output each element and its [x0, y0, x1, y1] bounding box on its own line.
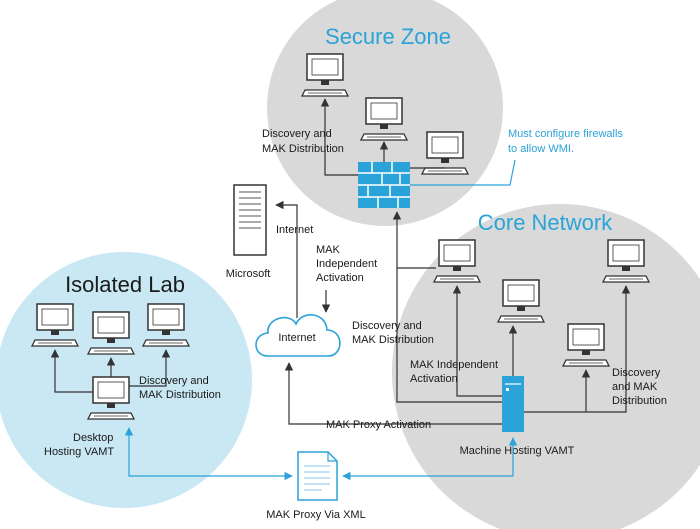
- internet-arrow-label: Internet: [276, 224, 313, 236]
- isolated-computer-1-icon: [31, 303, 79, 347]
- mak-independent-label-2: Independent: [316, 258, 377, 270]
- firewall-note-line-1: Must configure firewalls: [508, 128, 623, 140]
- mak-proxy-activation-label: MAK Proxy Activation: [326, 419, 431, 431]
- isolated-computer-2-icon: [87, 311, 135, 355]
- xml-document-icon: [297, 451, 338, 501]
- core-discovery-left-1: Discovery and: [352, 320, 422, 332]
- xml-to-machine-line: [342, 437, 518, 481]
- isolated-computer-3-icon: [142, 303, 190, 347]
- mak-independent-label-1: MAK: [316, 244, 341, 256]
- machine-hosting-vamt-label: Machine Hosting VAMT: [460, 445, 575, 457]
- core-mak-independent-line: [452, 285, 502, 397]
- mak-independent-label-3: Activation: [316, 272, 364, 284]
- internet-cloud-icon: [255, 314, 341, 357]
- isolated-to-right-line: [129, 349, 171, 387]
- core-computer-3-icon: [562, 323, 610, 367]
- core-computer-4-icon: [602, 239, 650, 283]
- isolated-lab-title: Isolated Lab: [65, 272, 185, 297]
- isolated-to-left-line: [50, 349, 93, 393]
- firewall-icon: [358, 162, 410, 208]
- isolated-discovery-label-1: Discovery and: [139, 375, 209, 387]
- desktop-hosting-label-2: Hosting VAMT: [44, 446, 114, 458]
- firewall-note-line-2: to allow WMI.: [508, 143, 574, 155]
- microsoft-server-icon: [233, 184, 267, 256]
- core-computer-1-icon: [433, 239, 481, 283]
- core-discovery-right-1: Discovery: [612, 367, 661, 379]
- desktop-hosting-vamt-icon: [87, 376, 135, 420]
- internet-to-microsoft-line: [275, 200, 298, 318]
- machine-hosting-vamt-server-icon: [502, 376, 524, 432]
- secure-computer-2-icon: [360, 97, 408, 141]
- core-discovery-right-3: Distribution: [612, 395, 667, 407]
- secure-computer-1-icon: [301, 53, 349, 97]
- secure-discovery-label: Discovery and: [262, 128, 332, 140]
- firewall-note-leader: [500, 159, 516, 186]
- secure-distribution-line: [320, 98, 358, 176]
- core-mak-independent-1: MAK Independent: [410, 359, 498, 371]
- core-mak-independent-2: Activation: [410, 373, 458, 385]
- mak-proxy-activation-line: [284, 362, 502, 425]
- internet-cloud-label: Internet: [278, 332, 315, 344]
- core-to-right-computers-line: [524, 285, 631, 413]
- core-computer-2-icon: [497, 279, 545, 323]
- core-discovery-left-2: MAK Distribution: [352, 334, 434, 346]
- xml-from-desktop-line: [124, 427, 293, 481]
- core-discovery-right-2: and MAK: [612, 381, 658, 393]
- isolated-discovery-label-2: MAK Distribution: [139, 389, 221, 401]
- mak-proxy-via-xml-label: MAK Proxy Via XML: [266, 509, 365, 521]
- core-network-title: Core Network: [478, 210, 613, 235]
- core-to-firewall-line: [392, 211, 502, 403]
- desktop-hosting-label-1: Desktop: [73, 432, 113, 444]
- secure-mak-distribution-label: MAK Distribution: [262, 143, 344, 155]
- microsoft-label: Microsoft: [226, 268, 271, 280]
- secure-zone-title: Secure Zone: [325, 24, 451, 49]
